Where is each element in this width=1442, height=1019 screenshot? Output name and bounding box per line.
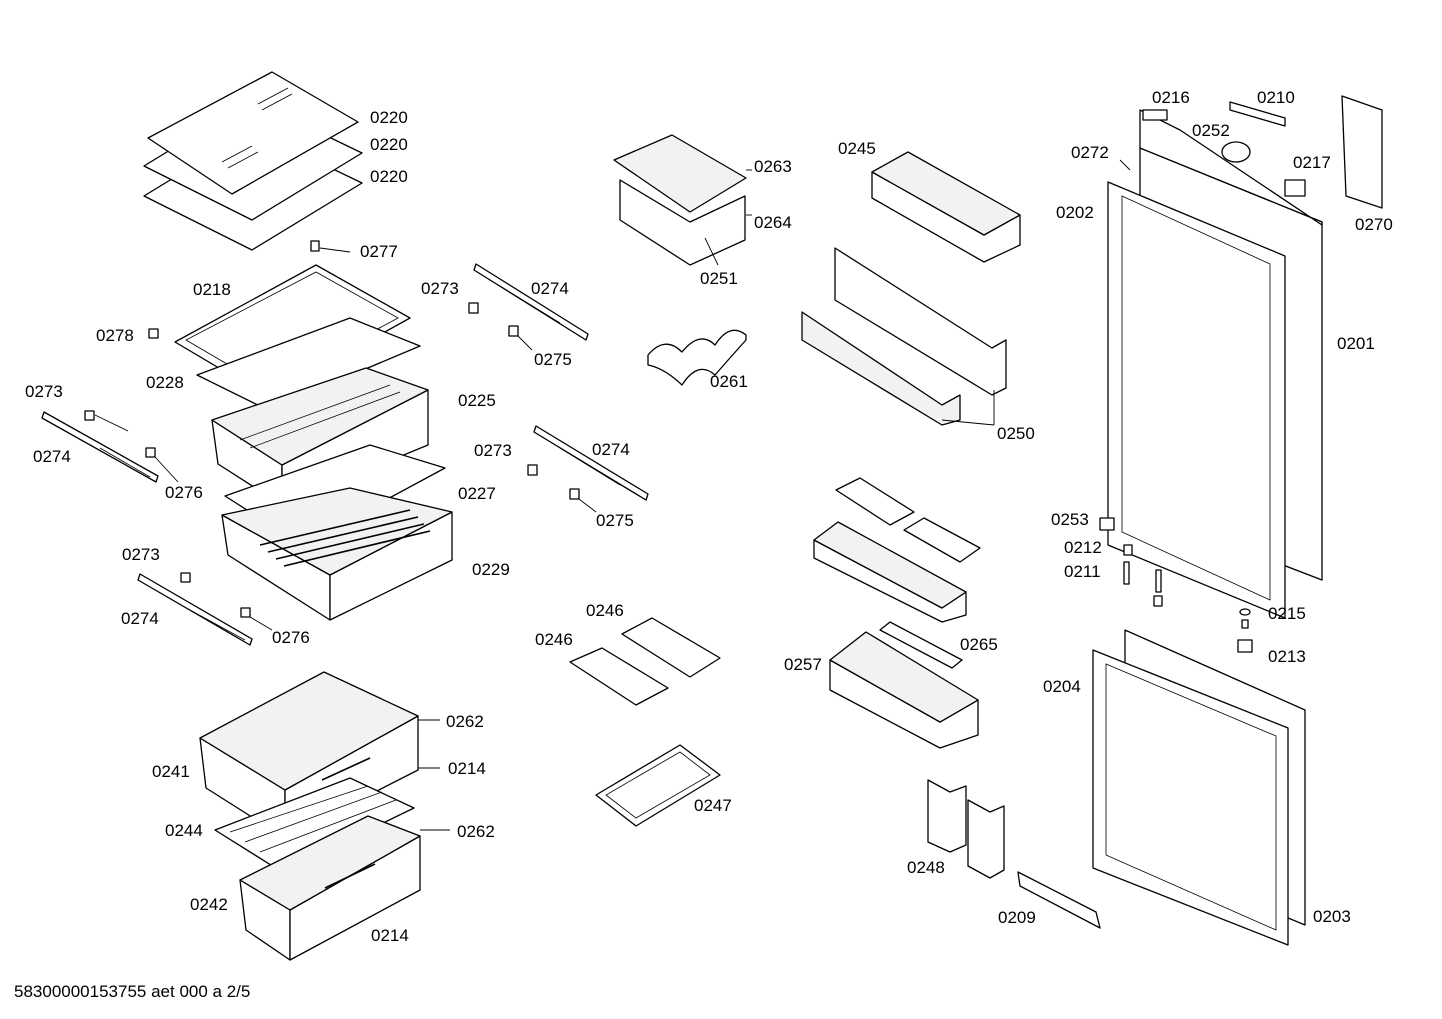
- label-0275-d: 0275: [596, 511, 634, 530]
- label-0246-a: 0246: [586, 601, 624, 620]
- label-0278: 0278: [96, 326, 134, 345]
- label-0253: 0253: [1051, 510, 1089, 529]
- label-0211: 0211: [1064, 562, 1101, 581]
- label-0202: 0202: [1056, 203, 1094, 222]
- label-0270: 0270: [1355, 215, 1393, 234]
- label-0210: 0210: [1257, 88, 1295, 107]
- rail-set-middle-lower: [527, 425, 649, 513]
- label-0274-a: 0274: [33, 447, 71, 466]
- label-0273-c: 0273: [421, 279, 459, 298]
- label-0225: 0225: [458, 391, 496, 410]
- label-0265: 0265: [960, 635, 998, 654]
- label-0201: 0201: [1337, 334, 1375, 353]
- label-0215: 0215: [1268, 604, 1306, 623]
- ice-tray-0246-b: [621, 617, 721, 678]
- label-0227: 0227: [458, 484, 496, 503]
- ice-tray-0246-a: [569, 647, 669, 706]
- label-0274-b: 0274: [121, 609, 159, 628]
- label-0220-a: 0220: [370, 108, 408, 127]
- label-0264: 0264: [754, 213, 792, 232]
- label-0229: 0229: [472, 560, 510, 579]
- label-0244: 0244: [165, 821, 203, 840]
- label-0204: 0204: [1043, 677, 1081, 696]
- tray-0247: [595, 744, 721, 827]
- label-0273-d: 0273: [474, 441, 512, 460]
- label-0242: 0242: [190, 895, 228, 914]
- label-0218: 0218: [193, 280, 231, 299]
- document-footer: 58300000153755 aet 000 a 2/5: [14, 982, 250, 1001]
- label-0273-a: 0273: [25, 382, 63, 401]
- rail-set-left-upper: [41, 410, 179, 483]
- label-0261: 0261: [710, 372, 748, 391]
- label-0217: 0217: [1293, 153, 1331, 172]
- upper-gasket-0202: [1107, 181, 1286, 619]
- label-0214-b: 0214: [371, 926, 409, 945]
- rail-set-middle-upper: [468, 263, 589, 351]
- label-0262-b: 0262: [457, 822, 495, 841]
- label-0220-b: 0220: [370, 135, 408, 154]
- label-0209: 0209: [998, 908, 1036, 927]
- label-0248: 0248: [907, 858, 945, 877]
- egg-rack-0261: [647, 329, 747, 386]
- label-0257: 0257: [784, 655, 822, 674]
- drawer-0229: [221, 487, 453, 621]
- cover-0209: [1017, 871, 1101, 929]
- label-0276-a: 0276: [165, 483, 203, 502]
- label-0250: 0250: [997, 424, 1035, 443]
- control-module-0270: [1341, 95, 1383, 209]
- label-0214-a: 0214: [448, 759, 486, 778]
- lower-gasket-0204: [1092, 649, 1289, 946]
- label-0274-d: 0274: [592, 440, 630, 459]
- label-0203: 0203: [1313, 907, 1351, 926]
- balcony-0257-0265: [829, 621, 979, 749]
- label-0273-b: 0273: [122, 545, 160, 564]
- label-0228: 0228: [146, 373, 184, 392]
- label-0276-b: 0276: [272, 628, 310, 647]
- label-0277: 0277: [360, 242, 398, 261]
- crisper-lower-0242-0262-0214: [239, 815, 450, 961]
- label-0252: 0252: [1192, 121, 1230, 140]
- basket-0263-0264: [613, 134, 752, 266]
- clip-0277: [310, 240, 351, 253]
- label-0216: 0216: [1152, 88, 1190, 107]
- wire-shelf-0244: [214, 777, 415, 873]
- label-0251: 0251: [700, 269, 738, 288]
- cold-packs-0248: [927, 779, 1005, 879]
- label-0246-b: 0246: [535, 630, 573, 649]
- label-0274-c: 0274: [531, 279, 569, 298]
- label-0213: 0213: [1268, 647, 1306, 666]
- balcony-0245: [871, 151, 1021, 263]
- label-0247: 0247: [694, 796, 732, 815]
- clip-0278: [148, 328, 159, 339]
- label-0275-c: 0275: [534, 350, 572, 369]
- label-0212: 0212: [1064, 538, 1102, 557]
- egg-trays: [835, 477, 981, 563]
- label-0262-a: 0262: [446, 712, 484, 731]
- balcony-0250: [801, 247, 1007, 426]
- label-0263: 0263: [754, 157, 792, 176]
- rail-set-left-lower: [137, 572, 273, 646]
- label-0245: 0245: [838, 139, 876, 158]
- glass-shelves-0220: [143, 71, 363, 251]
- label-0272: 0272: [1071, 143, 1109, 162]
- top-fittings: [1119, 101, 1306, 197]
- label-0220-c: 0220: [370, 167, 408, 186]
- label-0241: 0241: [152, 762, 190, 781]
- balcony-middle: [813, 521, 967, 623]
- hinge-parts: [1099, 517, 1253, 653]
- cover-0228: [196, 317, 421, 411]
